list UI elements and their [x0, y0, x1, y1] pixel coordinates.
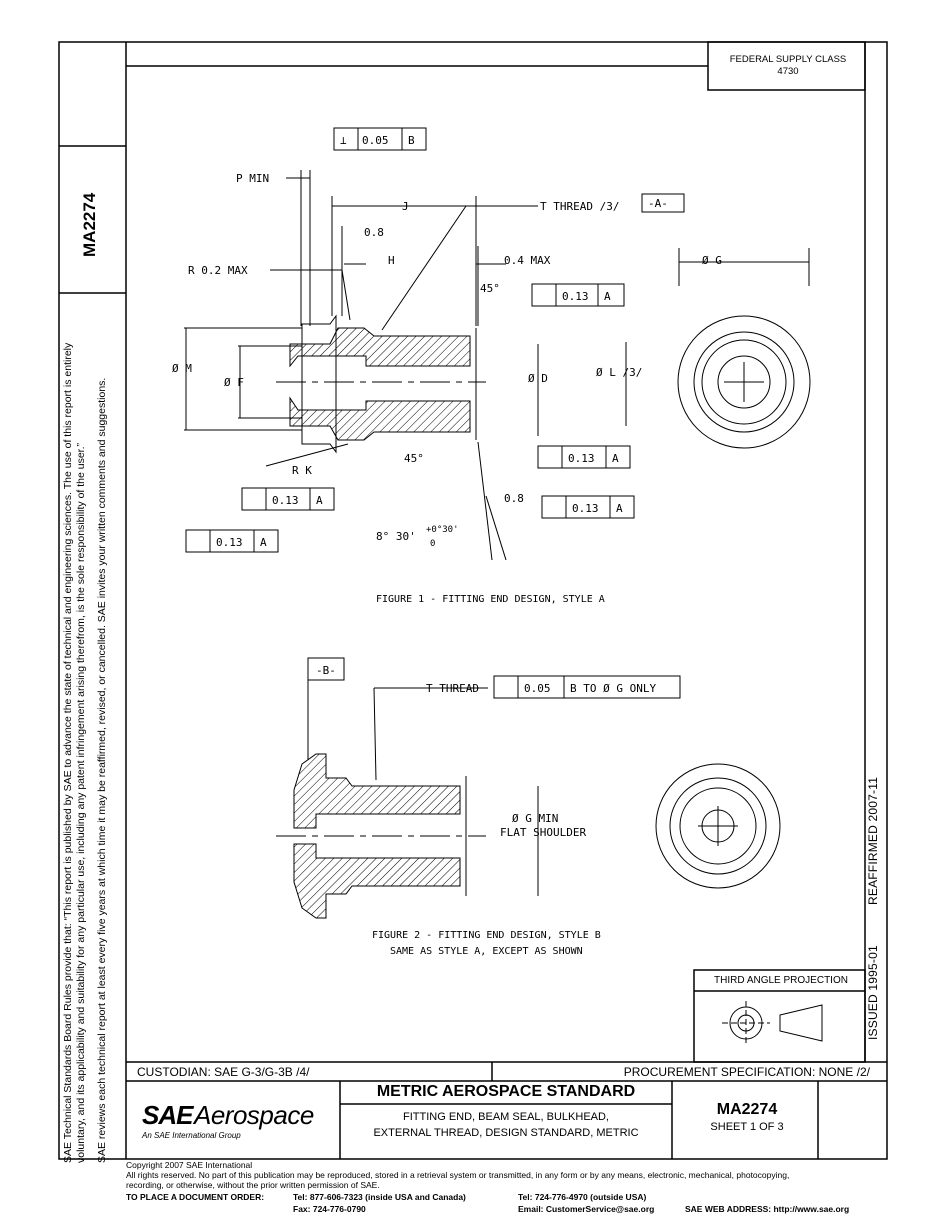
copyright: Copyright 2007 SAE International — [126, 1160, 253, 1170]
label-og: Ø G — [702, 254, 722, 267]
fcf-perp-value: 0.05 — [362, 134, 389, 147]
label-og-min: Ø G MIN — [512, 812, 558, 825]
label-45: 45° — [480, 282, 500, 295]
fig2-t-thread: T THREAD — [426, 682, 479, 695]
label-angle: 8° 30' — [376, 530, 416, 543]
label-tol-dn: 0 — [430, 539, 435, 549]
fcf-runout-value-5: 0.13 — [216, 536, 243, 549]
sae-logo-mark: SAE — [142, 1100, 193, 1130]
figure2-caption: FIGURE 2 - FITTING END DESIGN, STYLE B — [372, 930, 601, 941]
fcf-runout-value-1: 0.13 — [562, 290, 589, 303]
label-flat-shoulder: FLAT SHOULDER — [500, 826, 586, 839]
procurement-spec: PROCUREMENT SPECIFICATION: NONE /2/ — [623, 1065, 870, 1079]
fcf-perp-datum: B — [408, 134, 415, 147]
standard-number: MA2274 — [716, 1101, 778, 1118]
fcf-runout-value-3: 0.13 — [272, 494, 299, 507]
label-h: H — [388, 254, 395, 267]
rights-line-1: All rights reserved. No part of this pub… — [126, 1170, 790, 1180]
label-tol-up: +0°30' — [426, 525, 459, 535]
fsc-value: 4730 — [777, 66, 799, 77]
label-45b: 45° — [404, 452, 424, 465]
label-om: Ø M — [172, 362, 192, 375]
fcf-runout-datum-5: A — [260, 536, 267, 549]
third-angle-symbol — [722, 1001, 823, 1045]
label-p-min: P MIN — [236, 172, 269, 185]
reaffirmed-date: REAFFIRMED 2007-11 — [866, 776, 880, 905]
sheet-number: SHEET 1 OF 3 — [710, 1121, 784, 1133]
third-angle-title: THIRD ANGLE PROJECTION — [714, 975, 848, 986]
standard-description: FITTING END, BEAM SEAL, BULKHEAD, EXTERN… — [340, 1109, 672, 1141]
custodian: CUSTODIAN: SAE G-3/G-3B /4/ — [137, 1065, 310, 1079]
fcf-runout-value-2: 0.13 — [568, 452, 595, 465]
federal-supply-class: FEDERAL SUPPLY CLASS 4730 — [710, 54, 866, 78]
fax: Fax: 724-776-0790 — [293, 1204, 366, 1214]
label-datum-b: -B- — [316, 664, 336, 677]
fcf-runout-value-4: 0.13 — [572, 502, 599, 515]
issued-date: ISSUED 1995-01 — [866, 945, 880, 1040]
tel-inside: Tel: 877-606-7323 (inside USA and Canada… — [293, 1192, 466, 1202]
order-label: TO PLACE A DOCUMENT ORDER: — [126, 1192, 265, 1202]
label-of: Ø F — [224, 376, 244, 389]
rights-line-2: recording, or otherwise, without the pri… — [126, 1180, 380, 1190]
fcf-runout-datum-4: A — [616, 502, 623, 515]
label-j: J — [402, 200, 409, 213]
label-rk: R K — [292, 464, 312, 477]
sae-logo-word: Aerospace — [194, 1100, 314, 1130]
sae-logo-sub: An SAE International Group — [142, 1131, 241, 1140]
label-od: Ø D — [528, 372, 548, 385]
fcf-flat-value: 0.05 — [524, 682, 551, 695]
label-datum-a: -A- — [648, 197, 668, 210]
label-08b: 0.8 — [504, 492, 524, 505]
email-link[interactable]: Email: CustomerService@sae.org — [518, 1204, 655, 1214]
fcf-flat-datum: B TO Ø G ONLY — [570, 682, 656, 695]
tel-outside: Tel: 724-776-4970 (outside USA) — [518, 1192, 647, 1202]
label-r02: R 0.2 MAX — [188, 264, 248, 277]
fsc-label: FEDERAL SUPPLY CLASS — [729, 54, 847, 65]
figure1-drawing: ⊥ 0.05 B P MIN J T THREAD /3/ -A- 0.8 H … — [172, 127, 811, 561]
figure1-caption: FIGURE 1 - FITTING END DESIGN, STYLE A — [376, 594, 605, 605]
fcf-runout-datum-3: A — [316, 494, 323, 507]
description-line-2: EXTERNAL THREAD, DESIGN STANDARD, METRIC — [373, 1127, 639, 1139]
label-04-max: 0.4 MAX — [504, 254, 551, 267]
label-ol: Ø L /3/ — [596, 366, 642, 379]
fcf-perp-symbol: ⊥ — [340, 134, 347, 147]
figure2-drawing: -B- T THREAD 0.05 B TO Ø G ONLY Ø G MIN … — [276, 657, 781, 919]
fcf-runout-datum-2: A — [612, 452, 619, 465]
web-link[interactable]: SAE WEB ADDRESS: http://www.sae.org — [685, 1204, 850, 1214]
standard-title: METRIC AEROSPACE STANDARD — [376, 1083, 636, 1100]
doc-id-vertical: MA2274 — [80, 192, 99, 257]
footer: Copyright 2007 SAE International All rig… — [126, 1160, 886, 1190]
label-t-thread: T THREAD /3/ — [540, 200, 619, 213]
label-08: 0.8 — [364, 226, 384, 239]
description-line-1: FITTING END, BEAM SEAL, BULKHEAD, — [403, 1111, 609, 1123]
figure2-caption-2: SAME AS STYLE A, EXCEPT AS SHOWN — [390, 946, 583, 957]
fcf-runout-datum-1: A — [604, 290, 611, 303]
